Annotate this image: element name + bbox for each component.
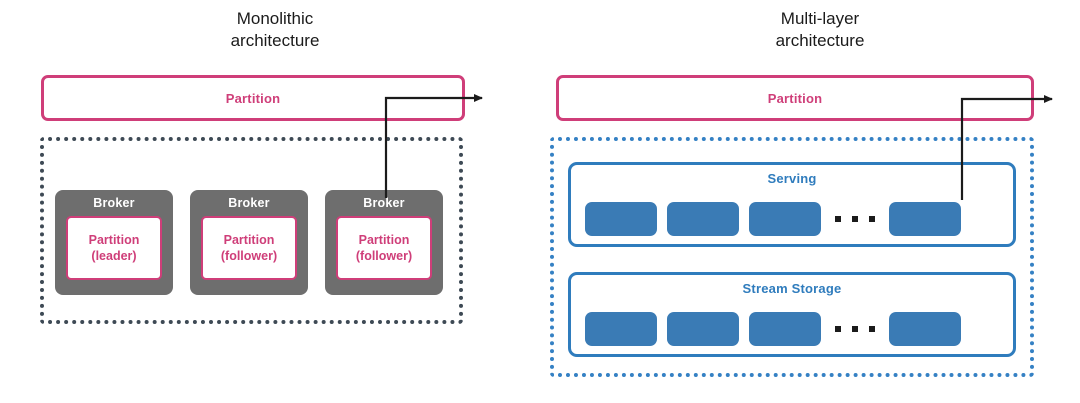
broker-title: Broker [363, 196, 405, 210]
partition-bar-label: Partition [225, 90, 281, 106]
ellipsis-dot [869, 216, 875, 222]
chip-row-serving [571, 195, 1013, 243]
ellipsis-dot [852, 326, 858, 332]
serving-chip-1 [585, 202, 657, 236]
panel-title-monolithic: Monolithic architecture [230, 9, 320, 50]
broker-box-2: Broker Partition (follower) [190, 190, 308, 295]
broker-partition-line1: Partition [88, 233, 140, 247]
storage-chip-1 [585, 312, 657, 346]
storage-chip-last [889, 312, 961, 346]
layer-title: Stream Storage [742, 281, 842, 296]
broker-partition-line1: Partition [223, 233, 275, 247]
layer-box-serving: Serving [568, 162, 1016, 247]
serving-chip-2 [667, 202, 739, 236]
ellipsis-dot [835, 326, 841, 332]
storage-chip-2 [667, 312, 739, 346]
broker-partition-line2: (follower) [220, 249, 278, 263]
ellipsis-dot [835, 216, 841, 222]
partition-bar-label: Partition [767, 90, 823, 106]
ellipsis-dot [852, 216, 858, 222]
partition-bar-multilayer: Partition [556, 75, 1034, 121]
layer-box-stream-storage: Stream Storage [568, 272, 1016, 357]
broker-box-1: Broker Partition (leader) [55, 190, 173, 295]
broker-partition-line2: (leader) [91, 249, 137, 263]
storage-ellipsis-icon [835, 326, 875, 332]
layer-title: Serving [767, 171, 817, 186]
storage-chip-3 [749, 312, 821, 346]
serving-ellipsis-icon [835, 216, 875, 222]
ellipsis-dot [869, 326, 875, 332]
broker-title: Broker [228, 196, 270, 210]
partition-bar-monolithic: Partition [41, 75, 465, 121]
serving-chip-last [889, 202, 961, 236]
serving-chip-3 [749, 202, 821, 236]
cluster-boundary-monolithic [40, 137, 463, 324]
broker-partition-follower: Partition (follower) [201, 216, 297, 280]
broker-title: Broker [93, 196, 135, 210]
cluster-boundary-multilayer [550, 137, 1034, 377]
broker-box-3: Broker Partition (follower) [325, 190, 443, 295]
panel-title-multilayer: Multi-layer architecture [775, 9, 865, 50]
broker-partition-follower: Partition (follower) [336, 216, 432, 280]
chip-row-stream-storage [571, 305, 1013, 353]
broker-partition-line1: Partition [358, 233, 410, 247]
broker-partition-line2: (follower) [355, 249, 413, 263]
broker-partition-leader: Partition (leader) [66, 216, 162, 280]
